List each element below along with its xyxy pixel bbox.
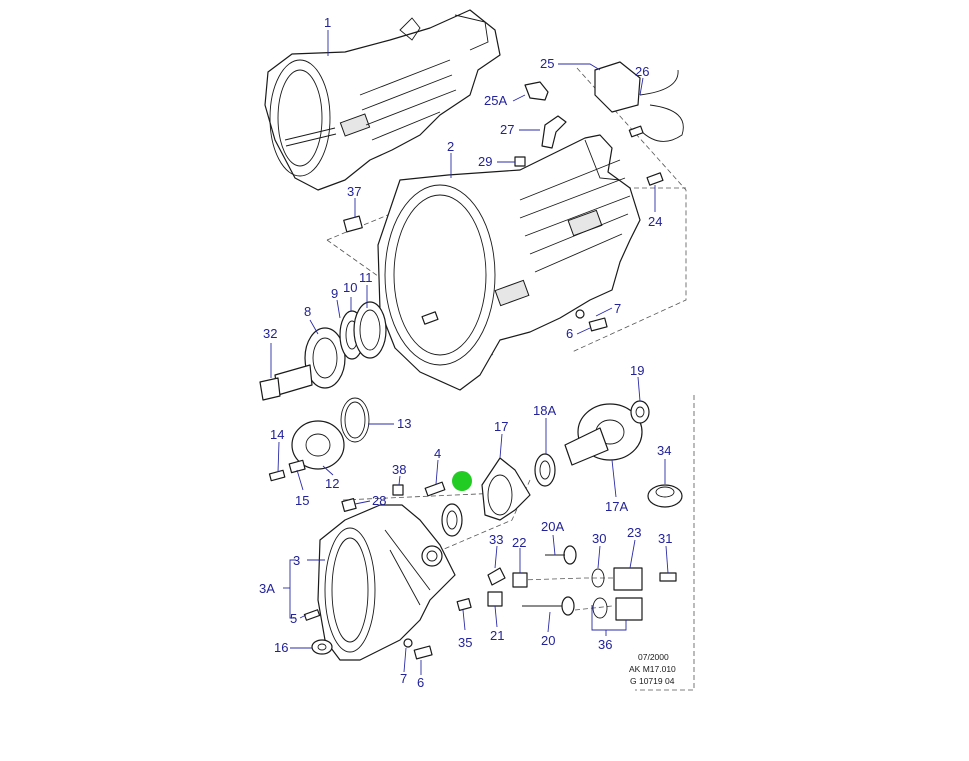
callout-8: 8 (304, 304, 311, 319)
callout-38: 38 (392, 462, 406, 477)
callout-7-bottom: 7 (400, 671, 407, 686)
callout-30: 30 (592, 531, 606, 546)
callout-3a: 3A (259, 581, 275, 596)
callout-32: 32 (263, 326, 277, 341)
small-parts (259, 61, 684, 660)
callout-4: 4 (434, 446, 441, 461)
callout-28: 28 (372, 493, 386, 508)
callout-1: 1 (324, 15, 331, 30)
callout-18a: 18A (533, 403, 556, 418)
callout-5: 5 (290, 611, 297, 626)
callout-17: 17 (494, 419, 508, 434)
callout-9: 9 (331, 286, 338, 301)
callout-17a: 17A (605, 499, 628, 514)
callout-25: 25 (540, 56, 554, 71)
callout-24: 24 (648, 214, 662, 229)
callout-31: 31 (658, 531, 672, 546)
callout-6-top: 6 (566, 326, 573, 341)
callout-27: 27 (500, 122, 514, 137)
callout-16: 16 (274, 640, 288, 655)
callout-15: 15 (295, 493, 309, 508)
callout-19: 19 (630, 363, 644, 378)
callout-21: 21 (490, 628, 504, 643)
callout-7-top: 7 (614, 301, 621, 316)
callout-35: 35 (458, 635, 472, 650)
callout-23: 23 (627, 525, 641, 540)
callout-6-bottom: 6 (417, 675, 424, 690)
callout-36: 36 (598, 637, 612, 652)
leader-lines (270, 30, 669, 675)
callout-34: 34 (657, 443, 671, 458)
gearbox-housing (377, 134, 641, 391)
callout-labels: 1 2 25 26 25A 27 29 24 37 11 10 9 8 32 7… (259, 15, 672, 690)
extension-housing (317, 504, 456, 661)
footer-ref: AK M17.010 (629, 664, 676, 674)
callout-3: 3 (293, 553, 300, 568)
callout-37: 37 (347, 184, 361, 199)
footer-date: 07/2000 (638, 652, 669, 662)
callout-12: 12 (325, 476, 339, 491)
callout-14: 14 (270, 427, 284, 442)
callout-25a: 25A (484, 93, 507, 108)
drawing-reference: 07/2000 AK M17.010 G 10719 04 (629, 652, 676, 686)
callout-33: 33 (489, 532, 503, 547)
footer-code: G 10719 04 (630, 676, 675, 686)
highlight-marker[interactable] (452, 471, 472, 491)
transmission-assembly (264, 9, 501, 191)
callout-26: 26 (635, 64, 649, 79)
callout-13: 13 (397, 416, 411, 431)
callout-22: 22 (512, 535, 526, 550)
callout-10: 10 (343, 280, 357, 295)
callout-29: 29 (478, 154, 492, 169)
callout-20: 20 (541, 633, 555, 648)
callout-11: 11 (359, 270, 373, 285)
callout-20a: 20A (541, 519, 564, 534)
callout-2: 2 (447, 139, 454, 154)
